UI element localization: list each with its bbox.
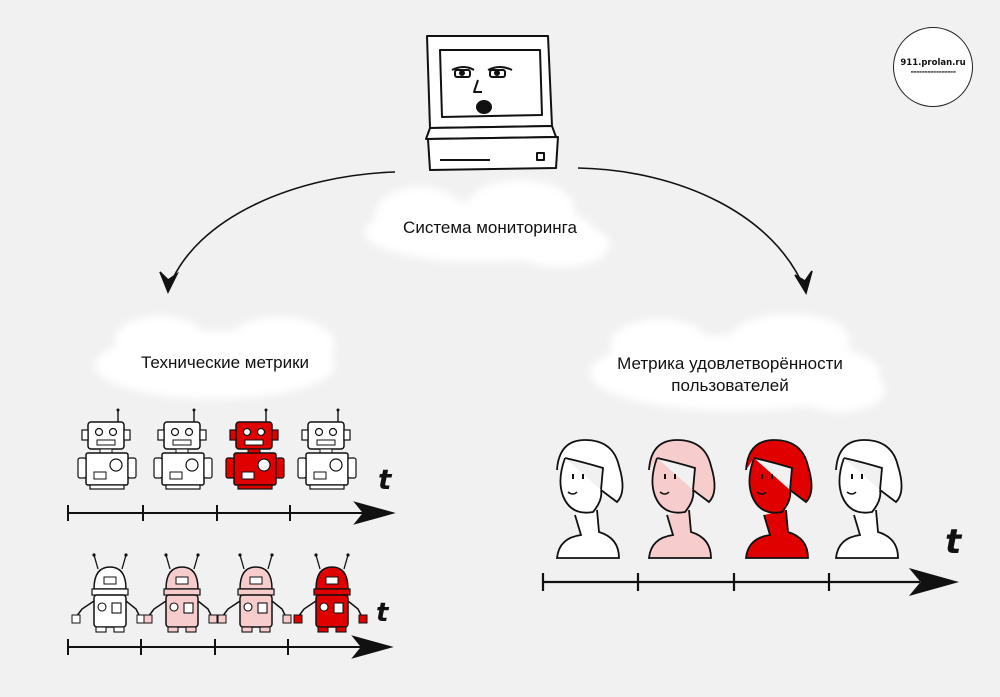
user-bust-icon-3-alert [745,439,813,559]
time-label-top: t [378,463,392,496]
robot-icon-4-normal [297,408,357,490]
robot-icon-3-warning [217,553,292,633]
watermark-site: 911.prolan.ru [900,58,966,68]
cloud-icon [365,180,610,267]
robot-icon-2-normal [153,408,213,490]
time-label-bottom: t [376,598,389,628]
timeline-bottom [67,635,394,659]
cloud-icon [95,316,335,399]
user-bust-icon-2-warning [648,439,716,559]
watermark-badge: 911.prolan.ru ---------------- [893,27,973,107]
cloud-icon [590,314,885,412]
timeline-users [541,567,960,597]
robot-icon-1-normal [71,553,146,633]
monitoring-system-label: Система мониторинга [403,218,577,237]
timeline-top [67,501,396,525]
technical-metrics-label: Технические метрики [140,353,310,372]
robot-icon-3-alert [225,408,285,490]
arrow-icon [159,171,396,294]
user-bust-icon-4-normal [835,439,903,559]
robot-icon-1-normal [77,408,137,490]
time-label-users: t [945,522,962,562]
arrow-icon [577,167,813,295]
robot-icon-2-warning [143,553,218,633]
satisfaction-metric-label: Метрика удовлетворённости пользователей [617,354,843,395]
robot-icon-4-alert [293,553,368,633]
watermark-underline: ---------------- [910,67,956,76]
user-bust-icon-1-normal [556,439,624,559]
computer-monitor-icon [425,35,559,171]
